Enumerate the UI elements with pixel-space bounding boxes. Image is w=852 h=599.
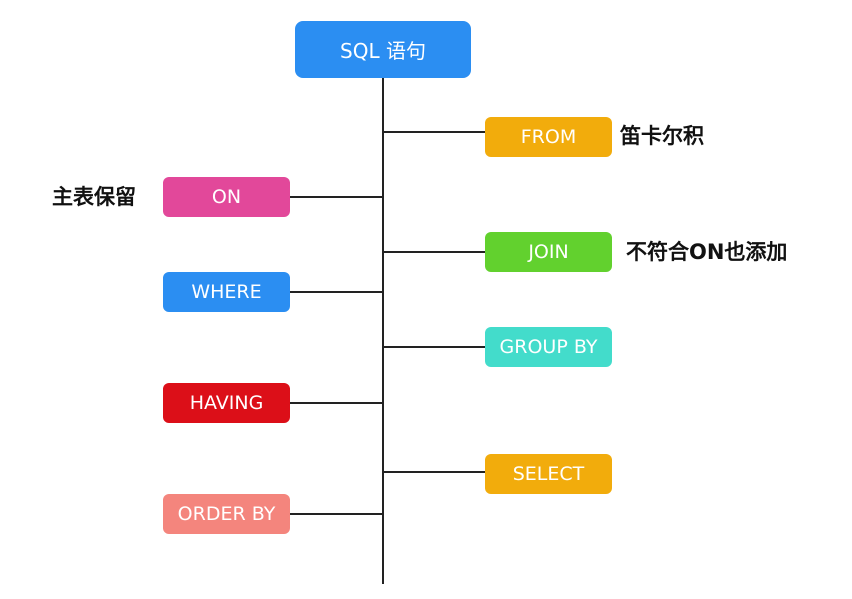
- note-join: 不符合ON也添加: [626, 240, 788, 264]
- connector-on: [290, 196, 382, 198]
- step-select: SELECT: [485, 454, 612, 494]
- step-on-label: ON: [211, 186, 242, 208]
- step-from: FROM: [485, 117, 612, 157]
- step-order-by-label: ORDER BY: [177, 503, 276, 525]
- root-node: SQL 语句: [295, 21, 471, 78]
- step-having-label: HAVING: [189, 392, 264, 414]
- connector-order-by: [290, 513, 382, 515]
- step-select-label: SELECT: [512, 463, 585, 485]
- step-on: ON: [163, 177, 290, 217]
- step-group-by-label: GROUP BY: [499, 336, 598, 358]
- step-from-label: FROM: [520, 126, 577, 148]
- step-join: JOIN: [485, 232, 612, 272]
- connector-join: [384, 251, 485, 253]
- connector-from: [384, 131, 485, 133]
- step-where-label: WHERE: [191, 281, 262, 303]
- connector-group-by: [384, 346, 485, 348]
- step-order-by: ORDER BY: [163, 494, 290, 534]
- note-from: 笛卡尔积: [620, 124, 704, 148]
- connector-where: [290, 291, 382, 293]
- step-where: WHERE: [163, 272, 290, 312]
- connector-having: [290, 402, 382, 404]
- connector-select: [384, 471, 485, 473]
- step-group-by: GROUP BY: [485, 327, 612, 367]
- note-on: 主表保留: [52, 185, 136, 209]
- step-join-label: JOIN: [528, 241, 569, 263]
- step-having: HAVING: [163, 383, 290, 423]
- main-trunk-line: [382, 78, 384, 584]
- root-node-label: SQL 语句: [340, 39, 426, 63]
